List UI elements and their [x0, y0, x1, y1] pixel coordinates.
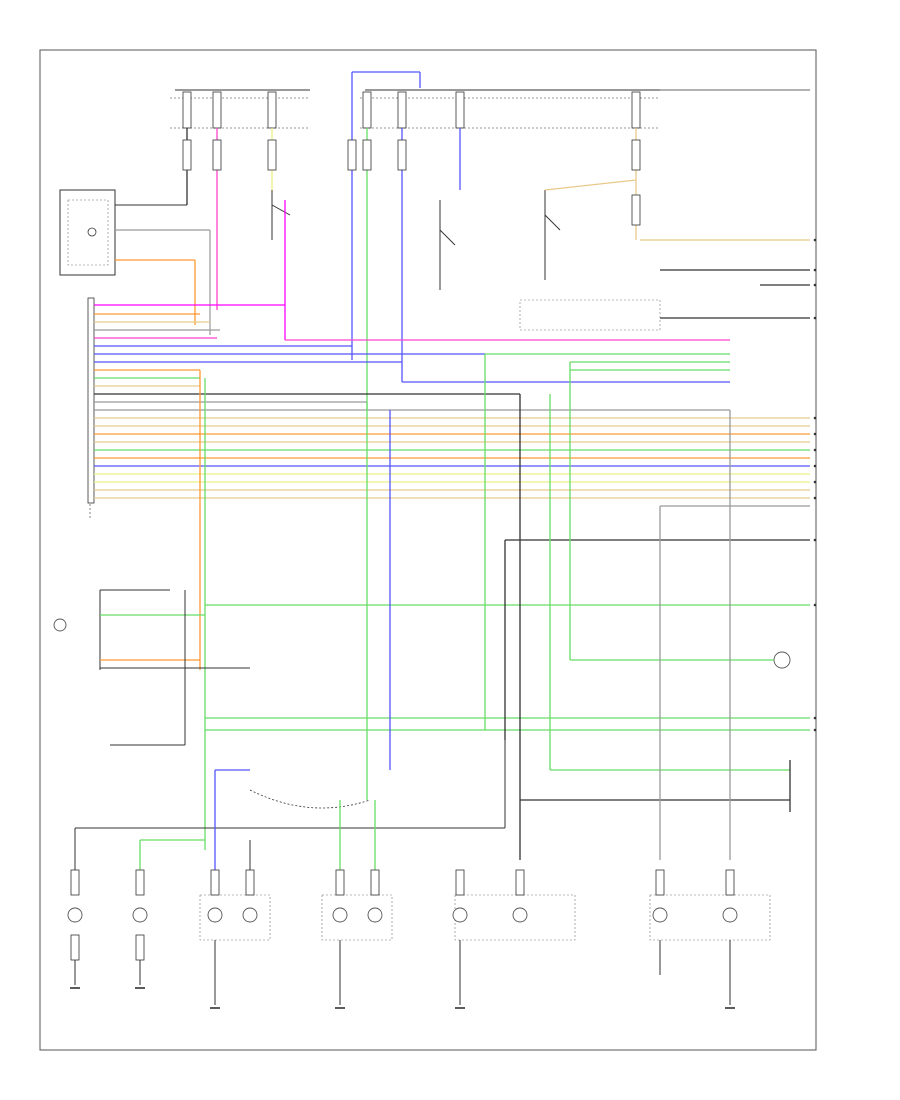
diagram-frame [39, 49, 817, 1051]
bulb-icon [132, 907, 148, 923]
harness-connector [87, 297, 95, 520]
bulb-icon [773, 651, 791, 669]
fuse-feeders [182, 71, 641, 410]
bulb-icon [452, 907, 468, 923]
hazard-switch [271, 190, 291, 340]
bulb-icon [652, 907, 668, 923]
bulb-icon [67, 907, 83, 923]
bulb-icon [512, 907, 528, 923]
right-outputs [205, 239, 810, 812]
right-lamp [740, 651, 791, 669]
bulb-icon [332, 907, 348, 923]
left-mid-switch [53, 589, 250, 746]
center-relays [439, 179, 661, 331]
harness-wires [94, 304, 810, 507]
right-terminals [813, 238, 817, 732]
combination-switch [59, 189, 211, 335]
bottom-bus [74, 740, 506, 870]
vertical-trunks [199, 354, 731, 860]
bulb-icon [367, 907, 383, 923]
top-bus [170, 89, 810, 129]
bulb-icon [722, 907, 738, 923]
bottom-lamps [67, 869, 771, 1005]
ground-icon [70, 987, 735, 1009]
bulb-icon [242, 907, 258, 923]
bulb-icon [207, 907, 223, 923]
switch-icon [87, 227, 97, 237]
bulb-icon [53, 618, 67, 632]
